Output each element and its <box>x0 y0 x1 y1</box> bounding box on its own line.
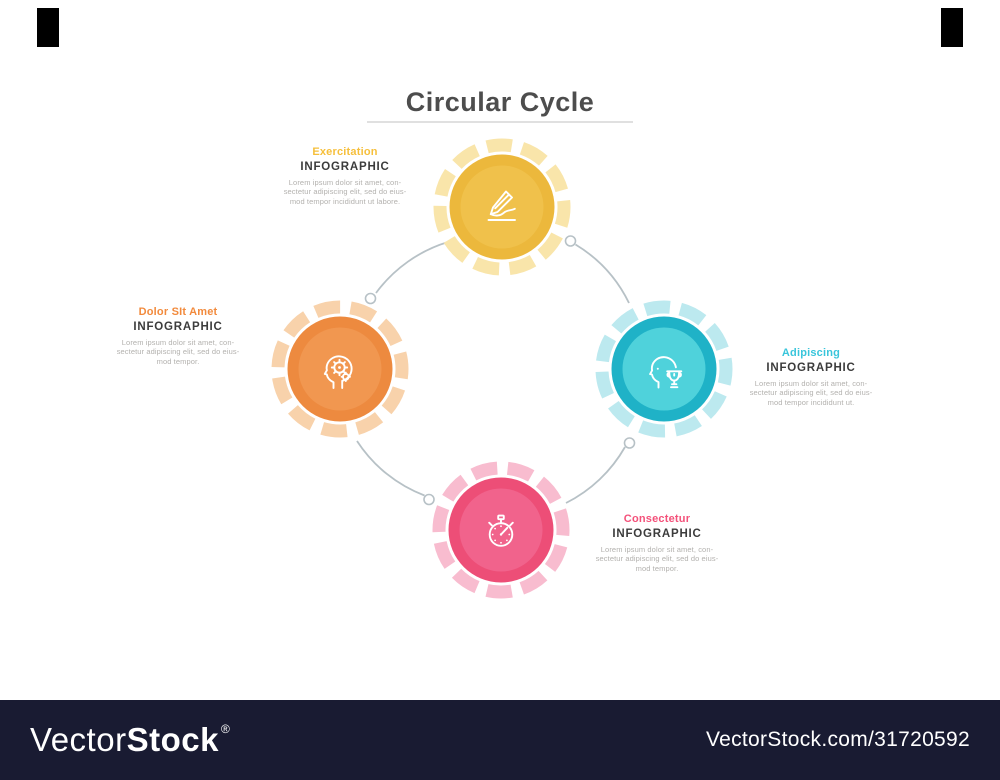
gear-teeth-ring <box>271 300 409 438</box>
node-description: Lorem ipsum dolor sit amet, con- sectetu… <box>283 178 407 206</box>
gear-teeth-ring <box>432 461 570 599</box>
brand-light: Vector <box>30 721 127 758</box>
corner-watermark-left <box>37 8 59 47</box>
brand-bold: Stock <box>126 721 219 758</box>
cycle-node-dolor-sit-amet <box>271 300 409 438</box>
node-subtitle: INFOGRAPHIC <box>133 321 223 333</box>
node-label-adipiscing: Adipiscing INFOGRAPHIC Lorem ipsum dolor… <box>711 347 911 407</box>
node-description: Lorem ipsum dolor sit amet, con- sectetu… <box>116 338 240 366</box>
connector-arc-right-to-top <box>575 243 630 304</box>
gear-teeth-ring <box>433 138 571 276</box>
cycle-node-consectetur <box>432 461 570 599</box>
connector-arc-bottom-to-right <box>565 446 626 504</box>
node-subtitle: INFOGRAPHIC <box>300 161 390 173</box>
node-subtitle: INFOGRAPHIC <box>766 362 856 374</box>
page-title: Circular Cycle <box>405 87 595 117</box>
head-gears-icon <box>323 355 353 389</box>
corner-watermark-right <box>941 8 963 47</box>
node-title: Adipiscing <box>781 347 841 359</box>
node-description: Lorem ipsum dolor sit amet, con- sectetu… <box>749 379 873 407</box>
connector-end-marker <box>564 235 577 247</box>
node-label-dolor-sit-amet: Dolor SIt Amet INFOGRAPHIC Lorem ipsum d… <box>78 306 278 366</box>
connector-end-marker <box>423 493 435 506</box>
gear-inner-circle <box>459 488 543 572</box>
watermark-bar: VectorStock® VectorStock.com/31720592 <box>0 700 1000 780</box>
writing-hand-icon <box>487 190 516 221</box>
node-title: Dolor SIt Amet <box>138 306 218 318</box>
connector-end-marker <box>623 437 636 449</box>
node-title: Exercitation <box>312 146 378 158</box>
gear-inner-circle <box>622 327 706 411</box>
node-label-exercitation: Exercitation INFOGRAPHIC Lorem ipsum dol… <box>245 146 445 206</box>
connector-arc-left-to-bottom <box>356 440 425 497</box>
connector-end-marker <box>364 292 377 305</box>
title-underline <box>367 121 633 123</box>
gear-inner-circle <box>298 327 382 411</box>
registered-mark: ® <box>220 722 231 736</box>
node-label-consectetur: Consectetur INFOGRAPHIC Lorem ipsum dolo… <box>557 513 757 573</box>
head-trophy-icon <box>649 356 683 389</box>
stopwatch-icon <box>488 514 514 547</box>
vectorstock-url: VectorStock.com/31720592 <box>705 728 970 751</box>
cycle-node-exercitation <box>433 138 571 276</box>
cycle-node-adipiscing <box>595 300 733 438</box>
node-title: Consectetur <box>623 513 691 525</box>
node-description: Lorem ipsum dolor sit amet, con- sectetu… <box>595 545 719 573</box>
node-subtitle: INFOGRAPHIC <box>612 528 702 540</box>
connector-arc-top-to-left <box>375 241 449 294</box>
gear-teeth-ring <box>595 300 733 438</box>
vectorstock-logo: VectorStock® <box>30 721 230 759</box>
